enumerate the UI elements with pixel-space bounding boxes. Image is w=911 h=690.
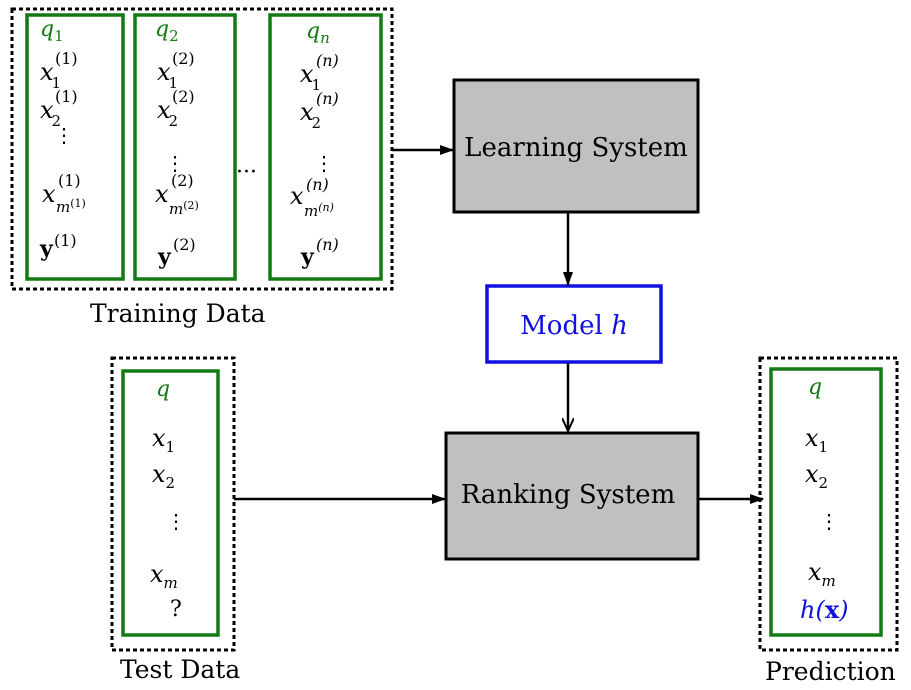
query-label: qn bbox=[306, 19, 330, 47]
training-data-caption: Training Data bbox=[90, 299, 266, 328]
feature-x1-sup: (n) bbox=[316, 51, 339, 70]
prediction-outline bbox=[758, 356, 899, 652]
feature-xm: x bbox=[42, 180, 56, 208]
label-vector-y-sup: (2) bbox=[173, 235, 196, 254]
feature-x1: x1 bbox=[152, 424, 175, 456]
feature-x2-sup: (1) bbox=[55, 87, 78, 106]
query-label: q bbox=[156, 377, 170, 402]
label-vector-y: y bbox=[157, 244, 172, 270]
training-query-box-1: q1 x1 (1) x2 (1) ⋮ x (1) m(1) y (1) bbox=[25, 13, 125, 281]
learning-system-label: Learning System bbox=[464, 133, 688, 163]
model-label: Model h bbox=[520, 311, 628, 341]
training-query-box-2: q2 x1 (2) x2 (2) ⋮ x (2) m(2) y (2) bbox=[133, 13, 237, 281]
learning-system-box bbox=[452, 78, 700, 214]
feature-x1-sup: (2) bbox=[172, 49, 195, 68]
prediction-query-box: q x1 x2 ⋮ xm h(x) bbox=[769, 367, 883, 637]
feature-xm: x bbox=[155, 180, 169, 208]
model-box bbox=[485, 284, 663, 364]
ranking-system-box bbox=[444, 431, 700, 561]
feature-x2: x2 bbox=[152, 460, 175, 492]
query-label: q bbox=[808, 375, 822, 400]
query-label: q1 bbox=[40, 17, 64, 45]
queries-ellipsis: ··· bbox=[236, 160, 257, 185]
vertical-ellipsis: ⋮ bbox=[166, 509, 186, 533]
prediction-caption: Prediction bbox=[765, 657, 896, 686]
predicted-scores: h(x) bbox=[800, 595, 849, 624]
feature-x2-sup: (2) bbox=[172, 87, 195, 106]
label-vector-y-sup: (n) bbox=[316, 235, 339, 254]
vertical-ellipsis: ⋮ bbox=[819, 509, 839, 533]
vertical-ellipsis: ⋮ bbox=[165, 151, 185, 175]
feature-xm-sup: (n) bbox=[306, 175, 329, 194]
test-query-box: q x1 x2 ⋮ xm ? bbox=[121, 369, 220, 637]
test-data-caption: Test Data bbox=[120, 655, 240, 684]
training-query-box-n: qn x1 (n) x2 (n) ⋮ x (n) m(n) y (n) bbox=[268, 13, 383, 281]
feature-xm-sub: m(n) bbox=[304, 201, 334, 220]
feature-x2-sup: (n) bbox=[316, 89, 339, 108]
unknown-label: ? bbox=[170, 597, 182, 622]
label-vector-y: y bbox=[39, 236, 54, 262]
feature-xm: x bbox=[290, 182, 304, 210]
feature-xm: xm bbox=[150, 560, 178, 592]
feature-xm-sup: (1) bbox=[58, 171, 81, 190]
query-label: q2 bbox=[155, 17, 179, 45]
ranking-system-label: Ranking System bbox=[461, 480, 675, 510]
feature-x2: x2 bbox=[805, 460, 828, 492]
label-vector-y: y bbox=[300, 244, 315, 270]
vertical-ellipsis: ⋮ bbox=[54, 123, 74, 147]
feature-xm: xm bbox=[808, 558, 836, 590]
feature-x1-sup: (1) bbox=[55, 49, 78, 68]
vertical-ellipsis: ⋮ bbox=[314, 151, 334, 175]
feature-xm-sub: m(1) bbox=[56, 197, 86, 216]
feature-x1: x1 bbox=[805, 424, 828, 456]
feature-xm-sup: (2) bbox=[171, 171, 194, 190]
feature-xm-sub: m(2) bbox=[169, 199, 199, 218]
test-data-outline bbox=[110, 356, 236, 652]
label-vector-y-sup: (1) bbox=[54, 231, 77, 250]
